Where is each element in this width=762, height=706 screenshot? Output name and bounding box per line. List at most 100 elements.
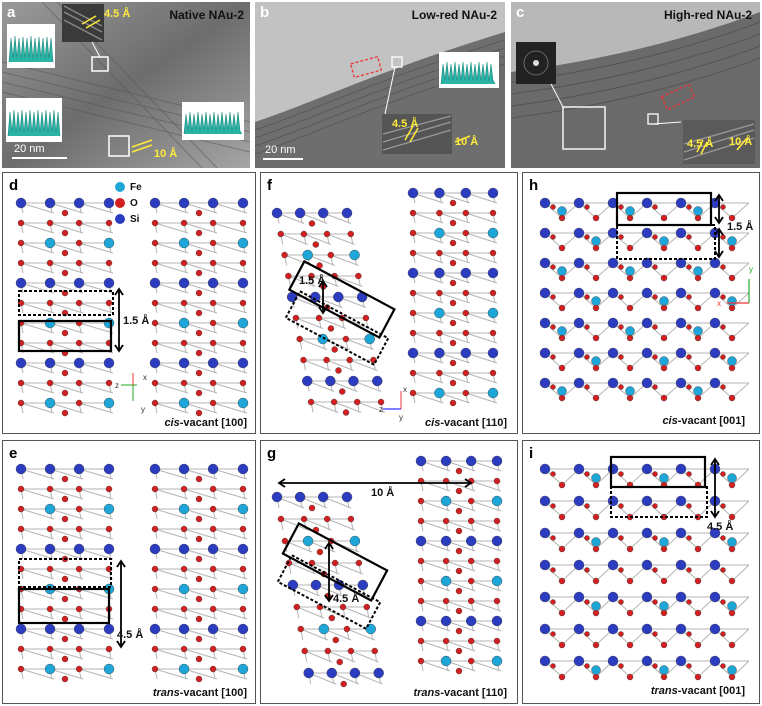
- o-atom: [728, 274, 736, 282]
- o-atom: [626, 609, 634, 617]
- panel-caption: cis-vacant [110]: [425, 417, 507, 429]
- si-atom: [302, 375, 313, 387]
- o-atom: [436, 369, 443, 377]
- o-atom: [335, 367, 342, 374]
- si-atom: [573, 623, 585, 635]
- arrow-head: [114, 287, 124, 296]
- axis-label: x: [403, 385, 407, 394]
- o-atom: [686, 264, 692, 270]
- fe-atom: [591, 601, 601, 611]
- si-atom: [641, 287, 653, 299]
- o-atom: [720, 503, 726, 509]
- legend-item-o: O: [115, 195, 142, 211]
- o-atom: [324, 647, 332, 655]
- o-atom: [660, 304, 668, 312]
- si-atom: [341, 207, 353, 219]
- o-atom: [195, 615, 203, 623]
- o-atom: [550, 354, 556, 360]
- si-atom: [407, 347, 419, 359]
- o-atom: [449, 359, 457, 367]
- o-atom: [652, 535, 658, 541]
- si-atom: [149, 277, 161, 289]
- o-atom: [340, 680, 347, 688]
- si-atom: [573, 591, 585, 603]
- o-atom: [151, 485, 159, 493]
- o-atom: [46, 605, 54, 613]
- fe-atom: [237, 503, 249, 515]
- si-atom: [310, 579, 322, 591]
- o-atom: [728, 334, 736, 342]
- o-atom: [17, 525, 25, 533]
- si-atom: [207, 277, 219, 289]
- o-atom: [195, 389, 203, 397]
- arrow-head: [710, 510, 720, 519]
- o-atom: [455, 607, 463, 615]
- o-atom: [328, 614, 336, 622]
- si-atom: [341, 491, 353, 503]
- si-atom: [465, 615, 477, 627]
- o-atom: [180, 299, 188, 307]
- o-atom: [195, 229, 203, 237]
- panel-title: High-red NAu-2: [664, 8, 752, 22]
- si-atom: [149, 197, 161, 209]
- o-atom: [105, 525, 113, 533]
- si-atom: [44, 277, 56, 289]
- structure-panel-i: i 4.5 Å trans-vacant [001]: [522, 440, 760, 704]
- fe-atom: [44, 503, 56, 515]
- si-atom: [607, 257, 619, 269]
- spacing-label: 1.5 Å: [727, 221, 754, 233]
- fe-atom: [103, 317, 115, 329]
- tem-panel-b: b Low-red NAu-2 4.5 Å 10 Å 20 nm: [255, 2, 505, 168]
- o-atom: [292, 314, 300, 322]
- fe-atom: [659, 356, 669, 366]
- o-atom: [626, 394, 634, 402]
- atom-legend: Fe O Si: [115, 179, 142, 227]
- fe-atom: [693, 386, 703, 396]
- fe-atom: [440, 495, 452, 507]
- si-atom: [709, 655, 721, 667]
- si-atom: [641, 527, 653, 539]
- o-atom: [720, 384, 726, 390]
- o-atom: [489, 249, 497, 257]
- o-atom: [61, 675, 69, 683]
- o-atom: [209, 485, 217, 493]
- si-atom: [675, 377, 687, 389]
- structure-panel-g: g 4.5 Å 10 Å trans-vacant [110]: [260, 440, 518, 704]
- o-atom: [618, 234, 624, 240]
- o-atom: [626, 214, 634, 222]
- o-atom: [467, 577, 475, 585]
- o-atom: [550, 535, 556, 541]
- si-atom: [326, 667, 337, 679]
- fe-atom: [659, 296, 669, 306]
- o-atom: [449, 339, 457, 347]
- si-atom: [539, 591, 551, 603]
- o-atom: [417, 517, 425, 525]
- o-atom: [455, 587, 463, 595]
- arrow-head: [324, 541, 334, 550]
- tem-image-c: [511, 2, 760, 168]
- fe-atom: [302, 249, 313, 261]
- o-atom: [493, 557, 501, 565]
- o-atom: [652, 204, 658, 210]
- fe-atom: [237, 397, 249, 409]
- si-atom: [103, 543, 115, 555]
- si-atom: [641, 347, 653, 359]
- o-atom: [315, 314, 323, 322]
- o-atom: [558, 577, 566, 585]
- si-atom: [607, 317, 619, 329]
- o-atom: [151, 339, 159, 347]
- o-atom: [436, 209, 443, 217]
- o-atom: [346, 356, 353, 364]
- o-atom: [61, 369, 69, 377]
- spacing-label: 4.5 Å: [333, 593, 360, 605]
- si-atom: [573, 257, 585, 269]
- o-atom: [293, 603, 300, 611]
- o-atom: [301, 647, 308, 655]
- si-atom: [407, 267, 419, 279]
- axis-label: x: [717, 299, 721, 308]
- o-atom: [180, 525, 188, 533]
- o-atom: [46, 259, 54, 267]
- o-atom: [442, 557, 450, 565]
- fe-atom: [178, 503, 190, 515]
- si-atom: [434, 347, 445, 359]
